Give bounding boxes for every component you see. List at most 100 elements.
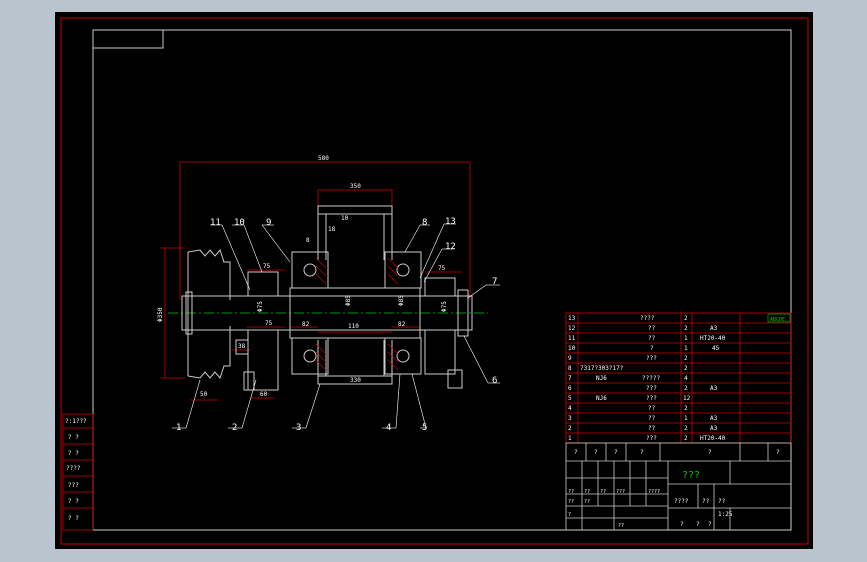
dim-boss-left: 38 bbox=[238, 343, 246, 350]
dim-pulley-width: 50 bbox=[200, 391, 208, 398]
bom-qty: 12 bbox=[683, 395, 691, 402]
bom-name: ???? bbox=[640, 315, 655, 322]
dim-hub-right: 75 bbox=[438, 265, 446, 272]
bom-name2: ??? bbox=[646, 395, 657, 402]
bom-no: 3 bbox=[568, 415, 572, 422]
title-block-grid bbox=[565, 442, 792, 531]
balloon-3[interactable]: 3 bbox=[296, 423, 301, 433]
bom-qty: 2 bbox=[684, 355, 688, 362]
main-shaft[interactable] bbox=[181, 287, 473, 339]
right-bearing-housing[interactable] bbox=[424, 277, 469, 389]
balloon-6[interactable]: 6 bbox=[492, 376, 497, 386]
bom-qty: 2 bbox=[684, 365, 688, 372]
bom-name: ?? bbox=[648, 325, 656, 332]
part-balloons: 1 2 3 4 5 6 7 8 9 10 11 12 13 bbox=[176, 217, 497, 433]
bom-qty: 2 bbox=[684, 385, 688, 392]
bom-header-tag: ABCDE bbox=[770, 317, 785, 323]
left-strip-cell: ? ? bbox=[68, 515, 79, 522]
q-cell: ?? bbox=[618, 523, 624, 529]
bom-name: NJ6 bbox=[596, 375, 607, 382]
bom-mat: A3 bbox=[710, 385, 718, 392]
dim-seat-right: 82 bbox=[398, 321, 406, 328]
scale-label: ???? bbox=[674, 498, 689, 505]
bom-name2: ????? bbox=[642, 375, 660, 382]
dim-wall: 10 bbox=[341, 215, 349, 222]
title-scale-row: ???? ?? ?? bbox=[674, 498, 726, 505]
left-bearing[interactable] bbox=[291, 251, 329, 375]
bom-qty: 2 bbox=[684, 315, 688, 322]
belt-pulley[interactable] bbox=[185, 248, 231, 380]
left-strip-text: ?:1??? ? ? ? ? ???? ??? ? ? ? ? bbox=[65, 418, 87, 522]
balloon-9[interactable]: 9 bbox=[266, 218, 271, 228]
title-header-cell: ? bbox=[574, 449, 578, 456]
balloon-8[interactable]: 8 bbox=[422, 218, 427, 228]
footer-cell: ? bbox=[696, 521, 700, 528]
bom-name: 7317?303?17? bbox=[580, 365, 624, 372]
title-header-cell: ? bbox=[708, 449, 712, 456]
footer-scale: 1:25 bbox=[718, 511, 733, 518]
bom-no: 8 bbox=[568, 365, 572, 372]
dim-shaft-bearing-right: Φ85 bbox=[398, 295, 405, 306]
parts-list-table[interactable]: ABCDE 13 ???? 2 12 ?? 2 A3 11 ?? 1 HT20-… bbox=[565, 312, 792, 444]
balloon-11[interactable]: 11 bbox=[210, 218, 221, 228]
balloon-13[interactable]: 13 bbox=[445, 217, 456, 227]
dim-shaft-right: Φ75 bbox=[441, 301, 448, 312]
balloon-5[interactable]: 5 bbox=[422, 423, 427, 433]
bom-name: ? bbox=[650, 345, 654, 352]
balloon-leaders bbox=[172, 223, 500, 429]
title-footer: ? ? ? 1:25 bbox=[680, 511, 733, 528]
sheet-value: ?? bbox=[718, 498, 726, 505]
q-cell: ?? bbox=[568, 499, 574, 505]
assembly-drawing[interactable]: 580 350 330 110 82 82 75 75 75 10 50 38 … bbox=[157, 155, 500, 433]
dim-hub-left-lower: 75 bbox=[265, 320, 273, 327]
title-block[interactable]: ? ? ? ? ? ? ??? ?? ?? ?? ??? ???? ?? ?? … bbox=[565, 442, 792, 531]
q-cell: ??? bbox=[616, 489, 625, 495]
dim-shaft-center: Φ85 bbox=[345, 295, 352, 306]
bom-no: 6 bbox=[568, 385, 572, 392]
dim-hub-left: 75 bbox=[263, 263, 271, 270]
bom-name: ?? bbox=[648, 335, 656, 342]
dim-overall-length: 580 bbox=[318, 155, 329, 162]
bom-qty: 2 bbox=[684, 435, 688, 442]
corner-stamp-box bbox=[92, 29, 164, 49]
left-strip-cell: ? ? bbox=[68, 498, 79, 505]
bom-qty: 1 bbox=[684, 335, 688, 342]
bom-mat: 45 bbox=[712, 345, 720, 352]
right-bearing[interactable] bbox=[384, 251, 422, 375]
dim-small-a: 18 bbox=[328, 226, 336, 233]
bom-name: ?? bbox=[648, 425, 656, 432]
balloon-7[interactable]: 7 bbox=[492, 277, 497, 287]
left-bearing-housing[interactable] bbox=[235, 271, 279, 391]
balloon-10[interactable]: 10 bbox=[234, 218, 245, 228]
bom-mat: HT20-40 bbox=[700, 435, 726, 442]
bom-qty: 1 bbox=[684, 415, 688, 422]
bom-name: ??? bbox=[646, 435, 657, 442]
bom-mat: A3 bbox=[710, 325, 718, 332]
bom-name: ?? bbox=[648, 415, 656, 422]
title-q-cells: ?? ?? ?? ??? ???? ?? ?? ? ?? bbox=[568, 489, 660, 529]
q-cell: ?? bbox=[600, 489, 606, 495]
balloon-4[interactable]: 4 bbox=[386, 423, 391, 433]
bom-no: 11 bbox=[568, 335, 576, 342]
drawing-canvas[interactable] bbox=[55, 12, 813, 549]
outer-border bbox=[60, 17, 809, 545]
balloon-2[interactable]: 2 bbox=[232, 423, 237, 433]
dim-drum-inner: 330 bbox=[350, 377, 361, 384]
dim-small-b: 8 bbox=[306, 237, 310, 244]
balloon-1[interactable]: 1 bbox=[176, 423, 181, 433]
dimension-text: 580 350 330 110 82 82 75 75 75 10 50 38 … bbox=[157, 155, 448, 398]
balloon-12[interactable]: 12 bbox=[445, 242, 456, 252]
bom-no: 13 bbox=[568, 315, 576, 322]
left-strip-cell: ??? bbox=[68, 482, 79, 489]
dim-center-span: 110 bbox=[348, 323, 359, 330]
bom-qty: 4 bbox=[684, 375, 688, 382]
bom-header-tag-box bbox=[767, 313, 791, 323]
drum-body[interactable] bbox=[317, 205, 393, 385]
inner-frame bbox=[92, 29, 792, 531]
q-cell: ?? bbox=[584, 489, 590, 495]
left-bearing-hatch bbox=[315, 257, 327, 371]
q-cell: ???? bbox=[648, 489, 660, 495]
bom-rows: 13 ???? 2 12 ?? 2 A3 11 ?? 1 HT20-40 10 … bbox=[568, 315, 726, 442]
left-strip-cell: ? ? bbox=[68, 450, 79, 457]
